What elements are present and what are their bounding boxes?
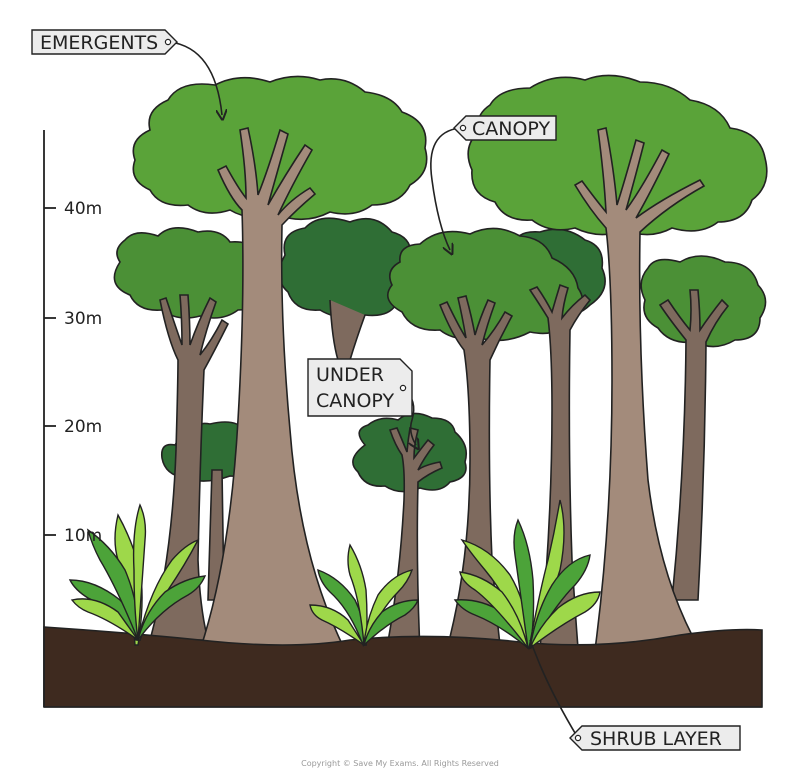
emergent-tree-right: [467, 74, 768, 651]
shrub-layer-label: SHRUB LAYER: [590, 728, 722, 750]
emergents-tag: EMERGENTS: [31, 29, 178, 55]
emergents-leader-line: [169, 41, 222, 115]
forest-floor-soil: [43, 626, 763, 708]
under-canopy-tag: UNDER CANOPY: [307, 358, 413, 417]
shrub-left: [68, 503, 207, 646]
canopy-tag: CANOPY: [453, 115, 557, 141]
emergent-tree-left: [132, 75, 428, 651]
tick-label-20m: 20m: [64, 417, 102, 437]
shrub-middle: [309, 543, 420, 648]
tick-label-10m: 10m: [64, 526, 102, 546]
copyright-notice: Copyright © Save My Exams. All Rights Re…: [301, 759, 499, 768]
tick-label-40m: 40m: [64, 199, 102, 219]
tick-label-30m: 30m: [64, 309, 102, 329]
canopy-tree-right: [640, 255, 767, 601]
canopy-tree-center: [386, 227, 584, 646]
canopy-tree-center-right: [528, 283, 592, 649]
canopy-label: CANOPY: [472, 118, 550, 140]
shrub-right: [453, 499, 601, 651]
canopy-tree-left: [113, 227, 270, 641]
height-axis: 40m 30m 20m 10m: [43, 130, 762, 708]
emergents-label: EMERGENTS: [40, 32, 158, 54]
under-canopy-label-line1: UNDER: [316, 364, 384, 386]
canopy-leader-line: [430, 127, 461, 250]
shrub-layer-leader-line: [529, 639, 579, 739]
shrub-layer-tag: SHRUB LAYER: [569, 725, 741, 751]
under-canopy-label-line2: CANOPY: [316, 390, 394, 412]
